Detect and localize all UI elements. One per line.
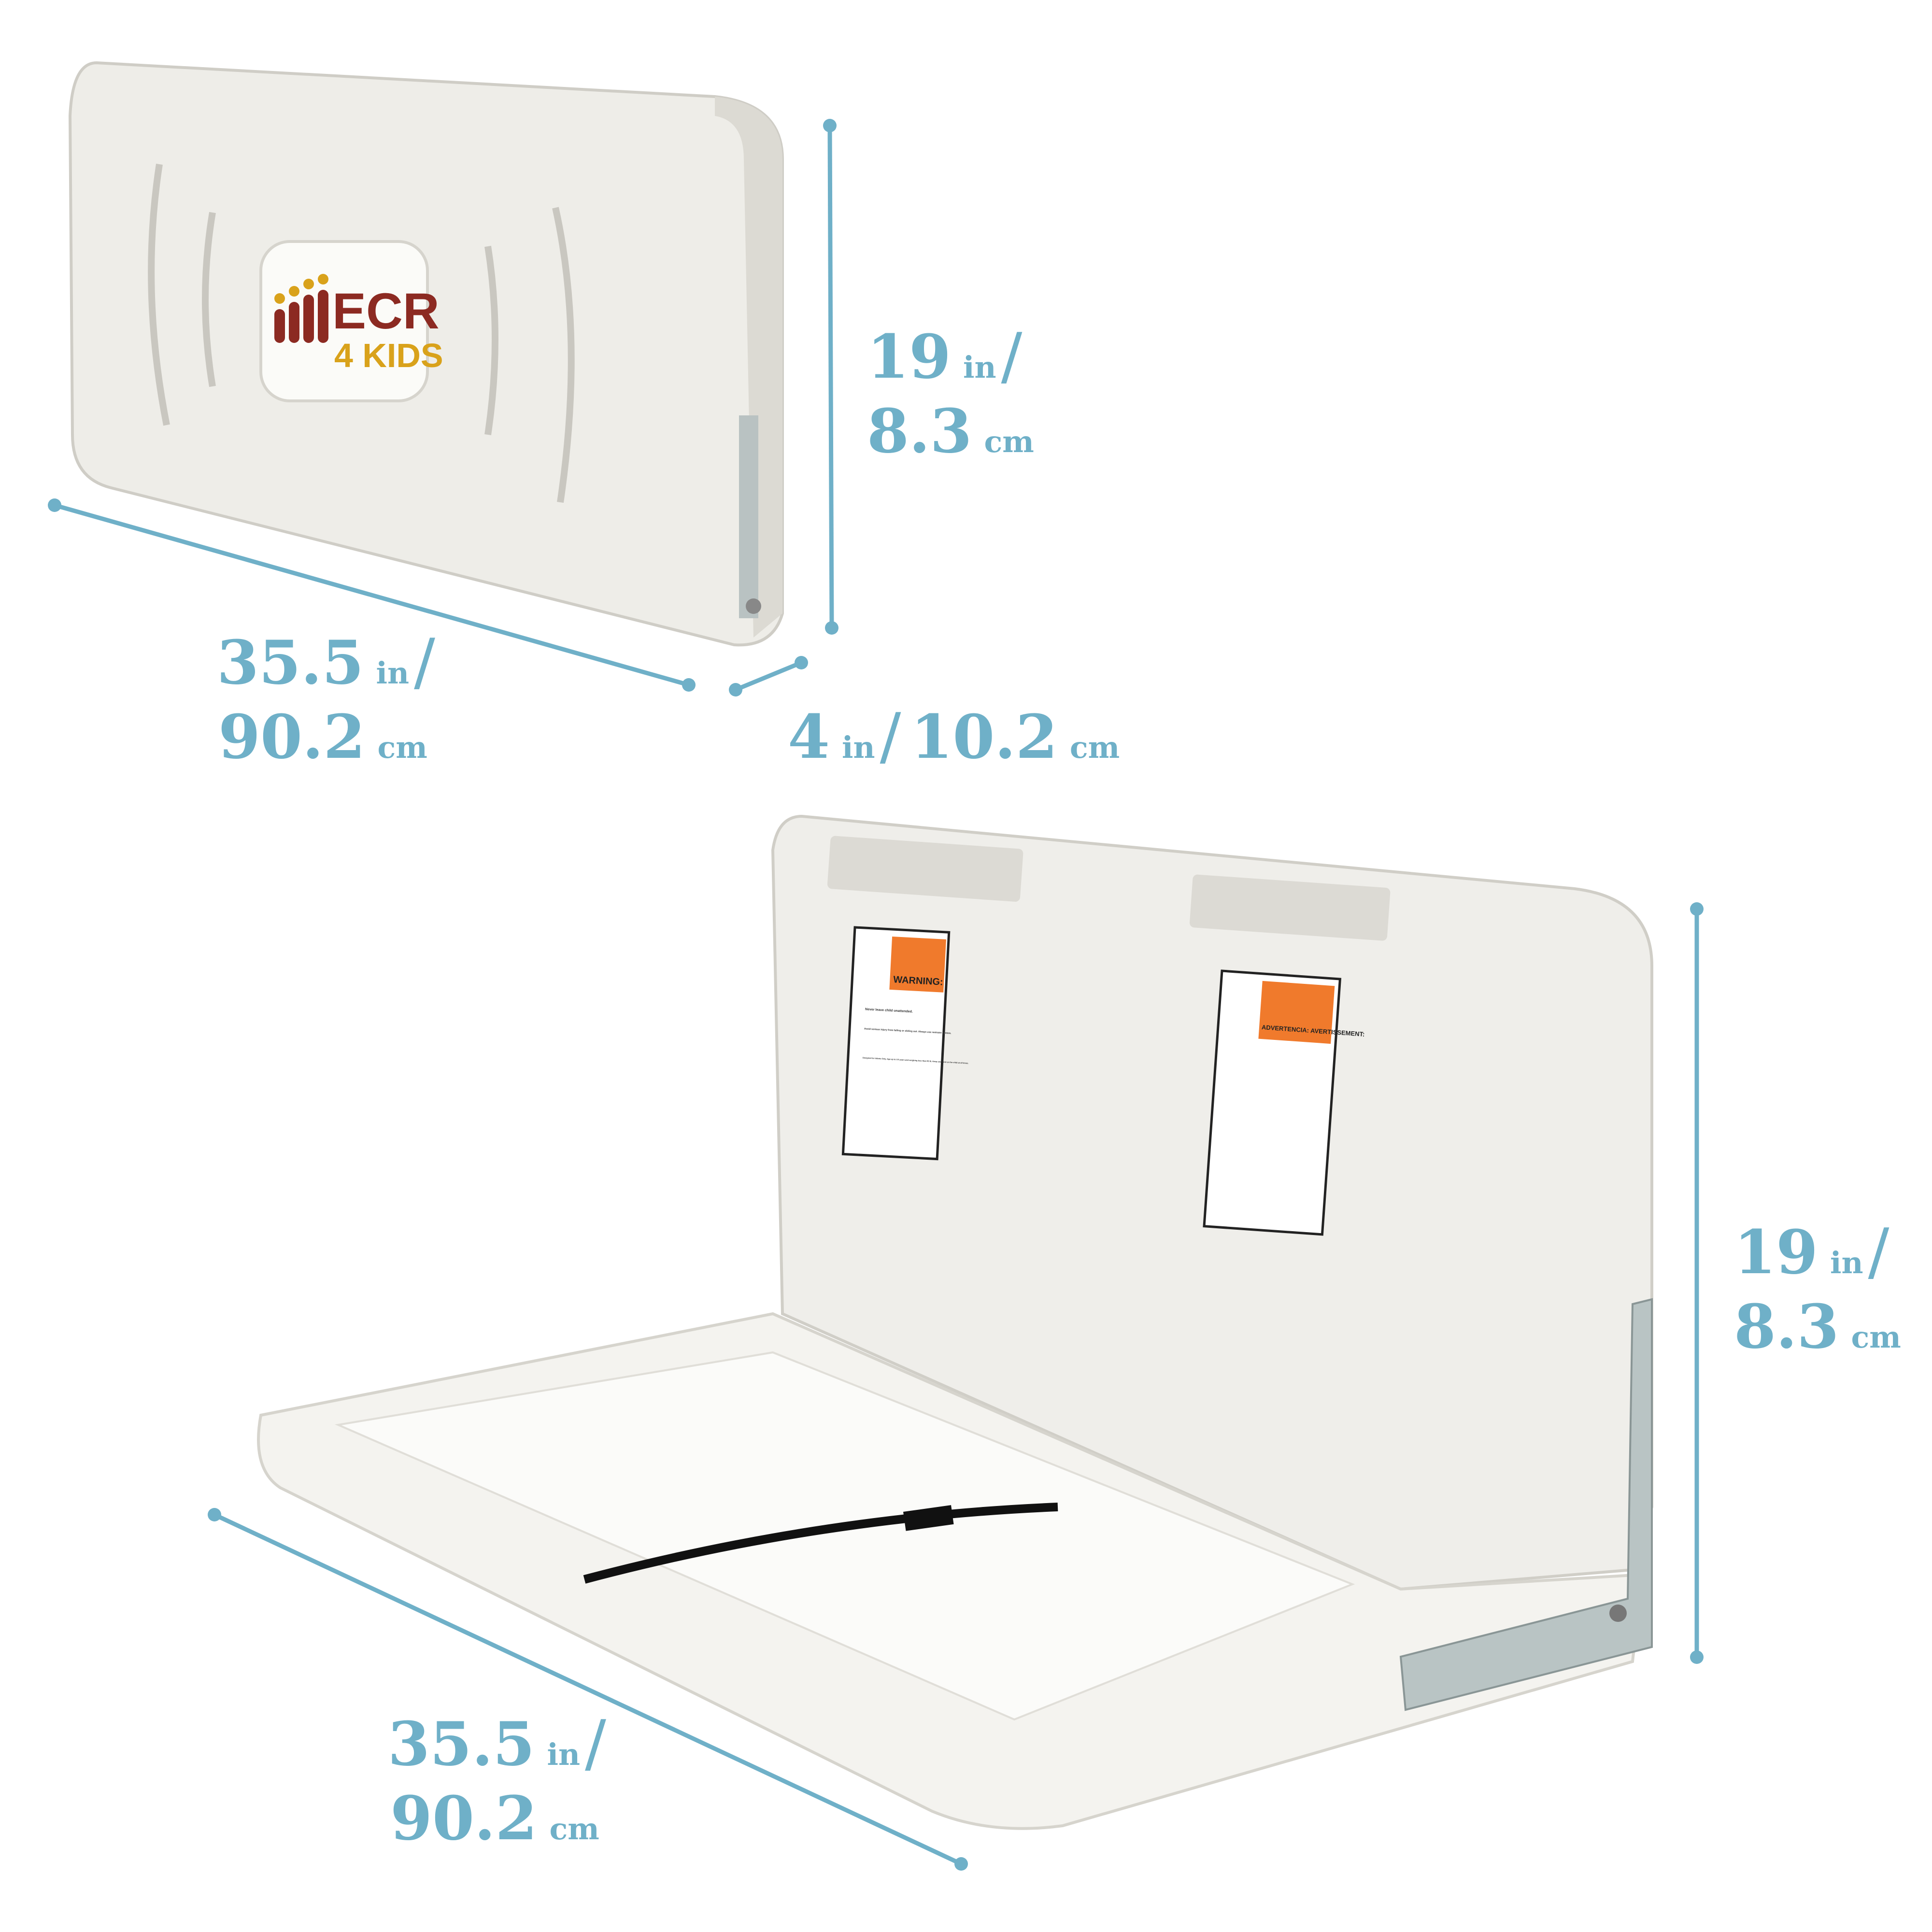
- warning-title: WARNING:: [893, 974, 943, 987]
- hinge-bracket: [1399, 1298, 1653, 1711]
- logo-plate: [259, 240, 429, 402]
- hinge-bracket: [739, 415, 758, 618]
- folded-changing-station: ECR 4 KIDS: [68, 61, 784, 647]
- warning-label: WARNING: Never leave child unattended. A…: [841, 926, 969, 1161]
- folded-height-line: [827, 125, 834, 628]
- strap-buckle: [903, 1505, 954, 1531]
- warning-label-spanish: ADVERTENCIA: AVERTISSEMENT:: [1203, 969, 1365, 1236]
- open-changing-station: WARNING: Never leave child unattended. A…: [257, 814, 1653, 1830]
- open-width-line: [213, 1512, 962, 1866]
- folded-width-line: [54, 503, 690, 687]
- safety-strap: [583, 1503, 1058, 1584]
- dimension-lines: [48, 119, 1704, 1871]
- ecr-logo-dots-icon: [274, 274, 328, 343]
- logo-text-ecr: ECR: [332, 283, 440, 340]
- folded-depth-line: [735, 660, 802, 692]
- logo-text-4kids: 4 KIDS: [334, 337, 443, 374]
